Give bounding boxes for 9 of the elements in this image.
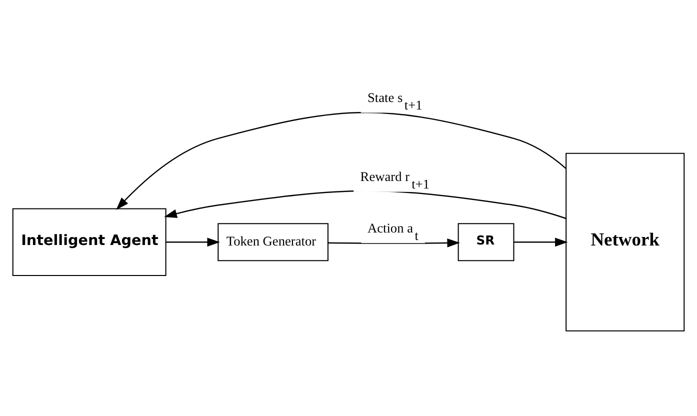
node-box: Intelligent Agent [12, 208, 166, 276]
node-box: Token Generator [218, 222, 328, 261]
arrow [116, 111, 566, 210]
node-box: SR [458, 222, 514, 261]
arrow [328, 238, 460, 247]
node-box: Network [566, 152, 685, 331]
arrow [164, 190, 566, 219]
arrow [166, 237, 220, 246]
arrow [514, 237, 568, 246]
